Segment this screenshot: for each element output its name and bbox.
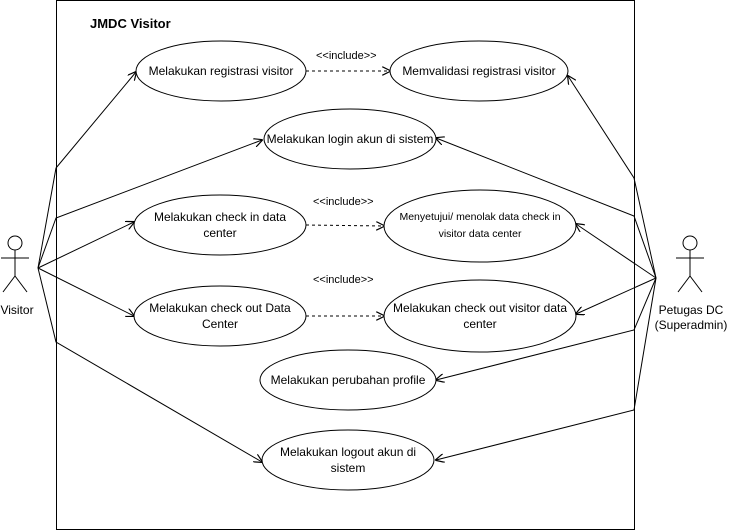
uc-menyetujui-ellipse: [383, 189, 577, 263]
uc-logout-label-line2: sistem: [330, 461, 366, 475]
uc-validasi-ellipse: [389, 40, 569, 102]
uc-checkin-ellipse: [133, 194, 307, 256]
uc-profile-ellipse: [259, 349, 437, 411]
uc-registrasi-ellipse: [135, 40, 307, 102]
uc-validasi-label: Memvalidasi registrasi visitor: [402, 64, 556, 78]
uc-login-ellipse: [263, 108, 437, 170]
uc-login: Melakukan login akun di sistem: [264, 109, 436, 169]
uc-checkout-visitor-ellipse: [383, 279, 577, 353]
uc-checkout-visitor-label-line1: Melakukan check out visitor data: [392, 301, 568, 315]
visitor-actor: [1, 235, 29, 293]
uc-checkin-label-line1: Melakukan check in data: [153, 210, 287, 224]
uc-checkout-visitor: Melakukan check out visitor data center: [384, 280, 576, 352]
include-label-checkin: <<include>>: [313, 196, 374, 208]
uc-registrasi: Melakukan registrasi visitor: [136, 41, 306, 101]
assoc-petugas-validasi: [568, 76, 657, 279]
uc-checkout-label-line1: Melakukan check out Data: [149, 301, 291, 315]
petugas-label: Petugas DC (Superadmin): [653, 303, 729, 333]
assoc-visitor-checkout: [37, 267, 134, 316]
uc-checkout-label-line2: Center: [201, 317, 239, 331]
uc-menyetujui-label-line1: Menyetujui/ menolak data check in: [399, 211, 561, 223]
petugas-label-line1: Petugas DC: [658, 303, 724, 317]
petugas-label-line2: (Superadmin): [654, 318, 728, 332]
assoc-petugas-menyetujui: [576, 224, 657, 279]
uc-profile-label: Melakukan perubahan profile: [270, 373, 426, 387]
assoc-visitor-registrasi: [37, 72, 136, 269]
uc-logout-ellipse: [261, 429, 435, 491]
assoc-visitor-checkin: [37, 222, 134, 269]
uc-validasi: Memvalidasi registrasi visitor: [390, 41, 568, 101]
uc-logout: Melakukan logout akun di sistem: [262, 430, 434, 490]
uc-checkout: Melakukan check out Data Center: [134, 286, 306, 346]
uc-menyetujui-label-line2: visitor data center: [438, 228, 522, 240]
assoc-petugas-profile: [436, 277, 657, 380]
assoc-petugas-checkout-visitor: [576, 277, 657, 314]
include-checkin-menyetujui: [305, 225, 384, 226]
uc-profile: Melakukan perubahan profile: [260, 350, 436, 410]
include-label-registrasi: <<include>>: [316, 50, 377, 62]
uc-login-label: Melakukan login akun di sistem: [266, 132, 434, 146]
assoc-visitor-login: [37, 140, 262, 269]
uc-checkin-label-line2: center: [203, 226, 237, 240]
uc-menyetujui: Menyetujui/ menolak data check in visito…: [384, 190, 576, 262]
assoc-visitor-logout: [37, 267, 262, 462]
uc-checkin: Melakukan check in data center: [134, 195, 306, 255]
visitor-label: Visitor: [0, 303, 34, 317]
uc-logout-label-line1: Melakukan logout akun di: [279, 445, 417, 459]
uc-checkout-ellipse: [133, 285, 307, 347]
assoc-petugas-logout: [436, 277, 657, 460]
petugas-actor: [676, 235, 704, 293]
uc-registrasi-label: Melakukan registrasi visitor: [148, 64, 294, 78]
uc-checkout-visitor-label-line2: center: [463, 317, 497, 331]
include-label-checkout: <<include>>: [313, 274, 374, 286]
system-title: JMDC Visitor: [90, 16, 171, 31]
assoc-petugas-login: [436, 138, 657, 279]
